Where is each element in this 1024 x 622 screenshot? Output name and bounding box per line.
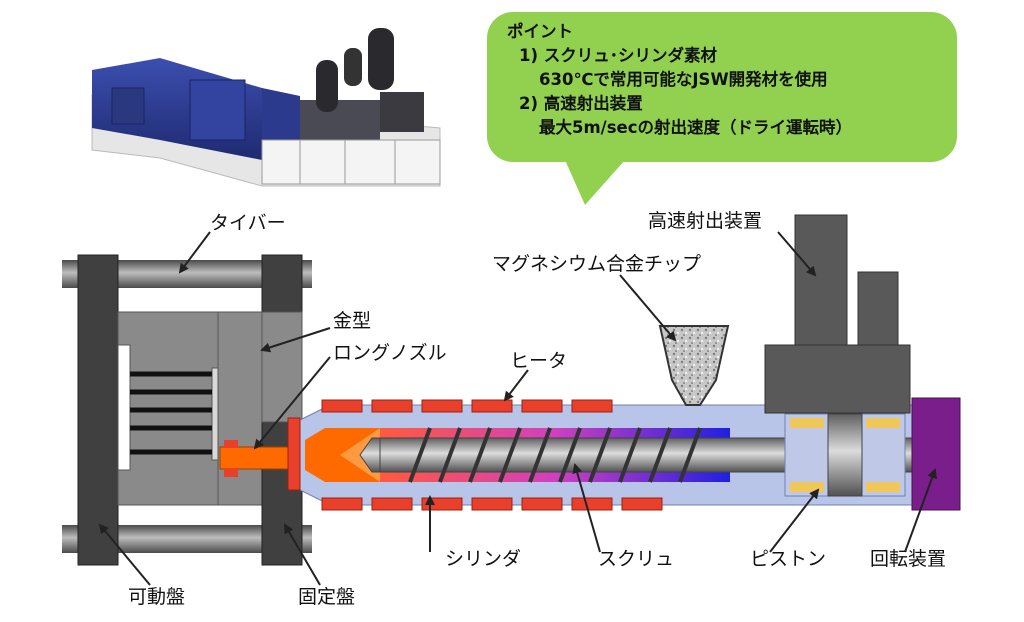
- machine-photo: [91, 28, 441, 187]
- label-heater: ヒータ: [510, 350, 568, 372]
- callout-point2-title: 2) 高速射出装置: [519, 94, 643, 113]
- label-piston: ピストン: [750, 548, 827, 570]
- label-screw: スクリュ: [598, 548, 675, 570]
- ejector-pins: [130, 371, 212, 455]
- leader-arrows: [98, 231, 937, 586]
- label-fixed-platen: 固定盤: [298, 586, 356, 608]
- label-mold: 金型: [333, 310, 372, 332]
- label-high-speed-injection: 高速射出装置: [648, 210, 763, 232]
- label-tie-bar: タイバー: [210, 212, 286, 234]
- callout-point2-detail: 最大5m/secの射出速度（ドライ運転時）: [539, 118, 852, 137]
- rotation-device: [911, 397, 961, 511]
- point-callout-text: ポイント 1) スクリュ･シリンダ素材 630℃で常用可能なJSW開発材を使用 …: [507, 20, 852, 140]
- label-cylinder: シリンダ: [445, 548, 522, 570]
- label-rotation-device: 回転装置: [870, 548, 947, 570]
- piston: [784, 413, 906, 497]
- callout-point1-detail: 630℃で常用可能なJSW開発材を使用: [539, 70, 828, 89]
- movable-platen: [77, 254, 119, 566]
- label-movable-platen: 可動盤: [128, 586, 186, 608]
- point-callout: [487, 12, 957, 162]
- high-speed-injection-unit: [764, 214, 911, 414]
- label-magnesium-chip: マグネシウム合金チップ: [492, 253, 702, 275]
- heater-bands: [287, 399, 663, 511]
- callout-pointer: [565, 160, 625, 205]
- callout-heading: ポイント: [507, 22, 573, 41]
- hopper: [658, 325, 730, 406]
- callout-point1-title: 1) スクリュ･シリンダ素材: [519, 46, 718, 65]
- label-long-nozzle: ロングノズル: [333, 342, 447, 364]
- screw-flights: [408, 427, 702, 483]
